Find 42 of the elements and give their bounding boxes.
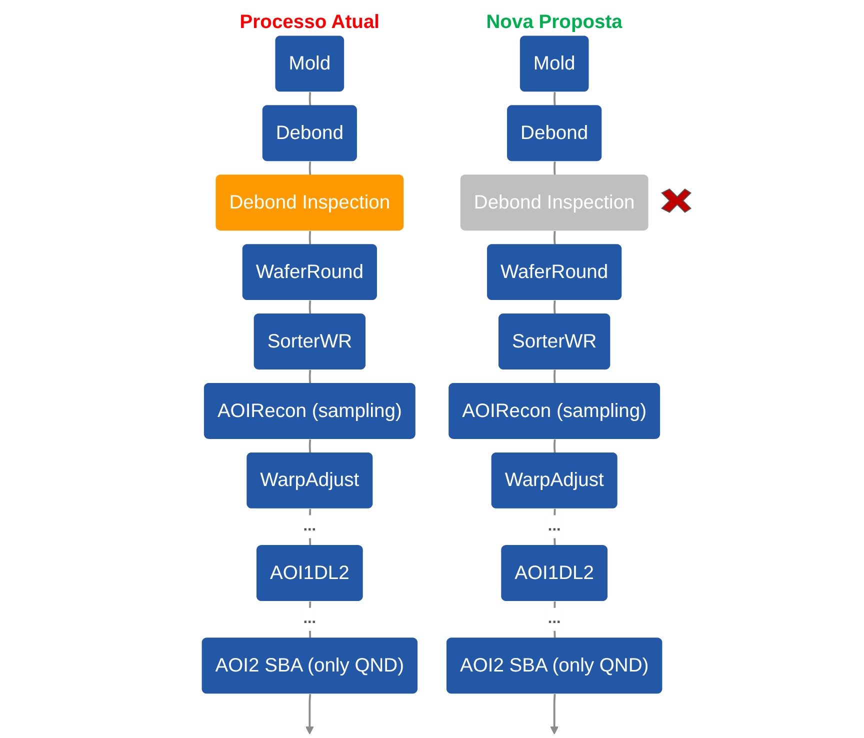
node-box: Mold	[275, 36, 344, 92]
connector	[554, 370, 556, 384]
edge-label: ...	[548, 518, 561, 534]
node-box: AOIRecon (sampling)	[204, 383, 416, 439]
connector	[308, 439, 312, 453]
node-box: WaferRound	[242, 244, 377, 300]
node-box: WarpAdjust	[491, 452, 618, 508]
node-box: Debond	[507, 105, 602, 162]
node-box: WarpAdjust	[246, 452, 373, 508]
node-box: Debond Inspection	[216, 174, 404, 231]
connector	[308, 508, 312, 546]
connector	[554, 300, 556, 314]
connector	[308, 601, 312, 638]
node-box: AOI1DL2	[256, 545, 363, 601]
node-box: Debond	[262, 105, 357, 162]
node-box: AOI1DL2	[501, 545, 608, 601]
arrow	[550, 694, 559, 735]
connector	[308, 300, 312, 314]
connector	[308, 230, 312, 245]
edge-label: ...	[303, 518, 316, 534]
connector	[554, 92, 556, 106]
edge-label: ...	[303, 610, 316, 628]
node-text: Processo Atual	[240, 12, 380, 33]
connector	[554, 508, 556, 546]
connector	[554, 162, 556, 176]
connector	[554, 439, 556, 453]
node-box: SorterWR	[254, 314, 366, 370]
connector	[308, 92, 312, 106]
node-box: AOI2 SBA (only QND)	[446, 638, 662, 694]
node-box: Debond Inspection	[460, 174, 648, 231]
node-text: Nova Proposta	[486, 12, 622, 33]
node-box: Mold	[520, 36, 589, 92]
node-box: AOI2 SBA (only QND)	[202, 638, 418, 694]
node-box: AOIRecon (sampling)	[448, 383, 660, 439]
node-box: WaferRound	[487, 244, 622, 300]
node-box: SorterWR	[498, 314, 610, 370]
arrow	[305, 694, 314, 735]
connector	[554, 230, 556, 245]
edge-label: ...	[548, 610, 561, 628]
connector	[554, 601, 556, 638]
connector	[308, 370, 312, 384]
connector	[308, 162, 312, 176]
